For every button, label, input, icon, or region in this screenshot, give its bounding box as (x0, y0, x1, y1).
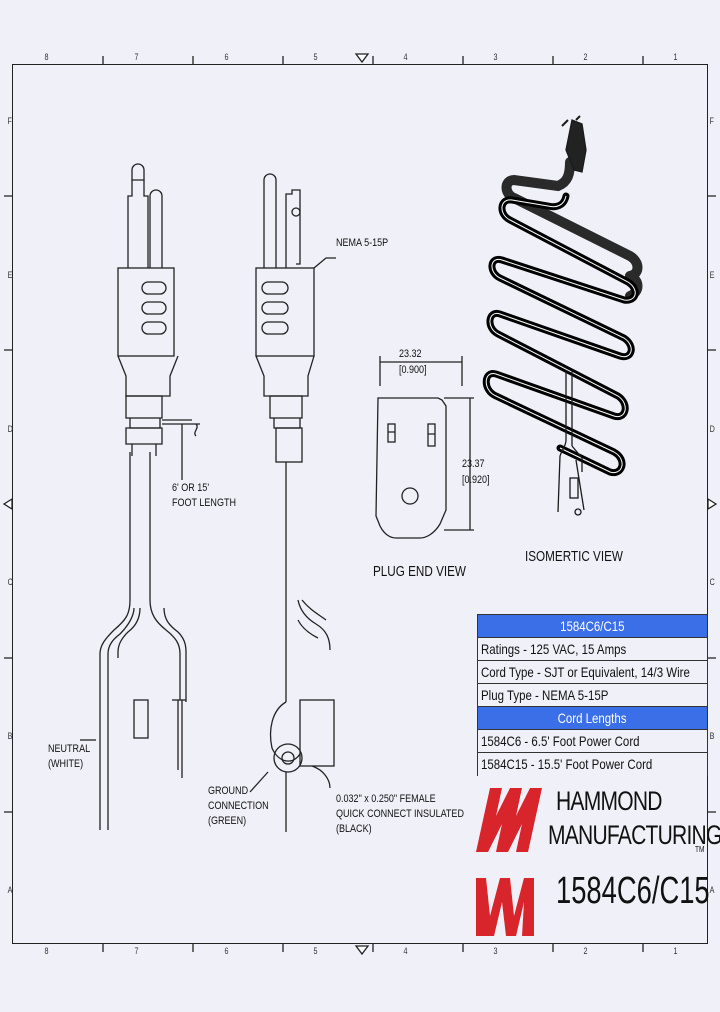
row-marker: C (709, 577, 715, 587)
col-marker: 7 (134, 52, 139, 62)
isometric-view-title: ISOMERTIC VIEW (525, 548, 623, 565)
row-marker: E (7, 270, 13, 280)
col-marker: 2 (583, 946, 588, 956)
col-marker: 4 (403, 946, 408, 956)
row-marker: B (7, 731, 13, 741)
row-marker: D (709, 424, 715, 434)
dimension-width-inches: [0.900] (399, 364, 427, 376)
dimension-height-inches: [0.920] (462, 474, 490, 486)
row-marker: F (7, 116, 12, 126)
col-marker: 3 (493, 52, 498, 62)
isometric-view (482, 115, 643, 516)
col-marker: 7 (134, 946, 139, 956)
plug-end-view-title: PLUG END VIEW (373, 563, 466, 580)
col-marker: 1 (673, 946, 678, 956)
spec-ratings: Ratings - 125 VAC, 15 Amps (478, 638, 707, 661)
row-marker: F (709, 116, 714, 126)
neutral-label: (WHITE) (48, 758, 84, 770)
quick-connect-label: QUICK CONNECT INSULATED (336, 808, 464, 820)
ground-label: CONNECTION (208, 800, 269, 812)
ground-label: GROUND (208, 785, 249, 797)
plug-end-view (375, 356, 474, 539)
col-marker: 8 (44, 52, 49, 62)
row-marker: E (709, 270, 715, 280)
row-marker: B (709, 731, 715, 741)
quick-connect-label: 0.032" x 0.250" FEMALE (336, 793, 436, 805)
col-marker: 5 (313, 52, 318, 62)
col-marker: 5 (313, 946, 318, 956)
col-marker: 8 (44, 946, 49, 956)
plug-front-view (80, 163, 200, 830)
trademark-symbol: TM (695, 845, 705, 854)
spec-table-title: 1584C6/C15 (478, 615, 707, 638)
hammond-logo (476, 788, 542, 936)
part-number: 1584C6/C15 (556, 870, 710, 912)
length-label: FOOT LENGTH (172, 497, 236, 509)
col-marker: 2 (583, 52, 588, 62)
brand-name-line1: HAMMOND (556, 786, 662, 816)
dimension-width: 23.32 (399, 348, 422, 360)
col-marker: 4 (403, 52, 408, 62)
border-ticks (2, 53, 718, 956)
spec-plug-type: Plug Type - NEMA 5-15P (478, 684, 707, 707)
cord-lengths-header: Cord Lengths (478, 707, 707, 730)
plug-side-view (249, 173, 336, 832)
length-c6: 1584C6 - 6.5' Foot Power Cord (478, 730, 707, 753)
brand-name-line2: MANUFACTURING (548, 820, 720, 850)
spec-cord-type: Cord Type - SJT or Equivalent, 14/3 Wire (478, 661, 707, 684)
row-marker: A (7, 885, 13, 895)
col-marker: 6 (224, 52, 229, 62)
neutral-label: NEUTRAL (48, 743, 91, 755)
length-c15: 1584C15 - 15.5' Foot Power Cord (478, 753, 707, 776)
row-marker: A (709, 885, 715, 895)
length-label: 6' OR 15' (172, 482, 210, 494)
row-marker: D (7, 424, 13, 434)
nema-label: NEMA 5-15P (336, 237, 389, 249)
row-marker: C (7, 577, 13, 587)
col-marker: 1 (673, 52, 678, 62)
quick-connect-label: (BLACK) (336, 823, 372, 835)
col-marker: 6 (224, 946, 229, 956)
col-marker: 3 (493, 946, 498, 956)
ground-label: (GREEN) (208, 815, 247, 827)
dimension-height: 23.37 (462, 458, 485, 470)
spec-table: 1584C6/C15 Ratings - 125 VAC, 15 Amps Co… (477, 614, 708, 776)
